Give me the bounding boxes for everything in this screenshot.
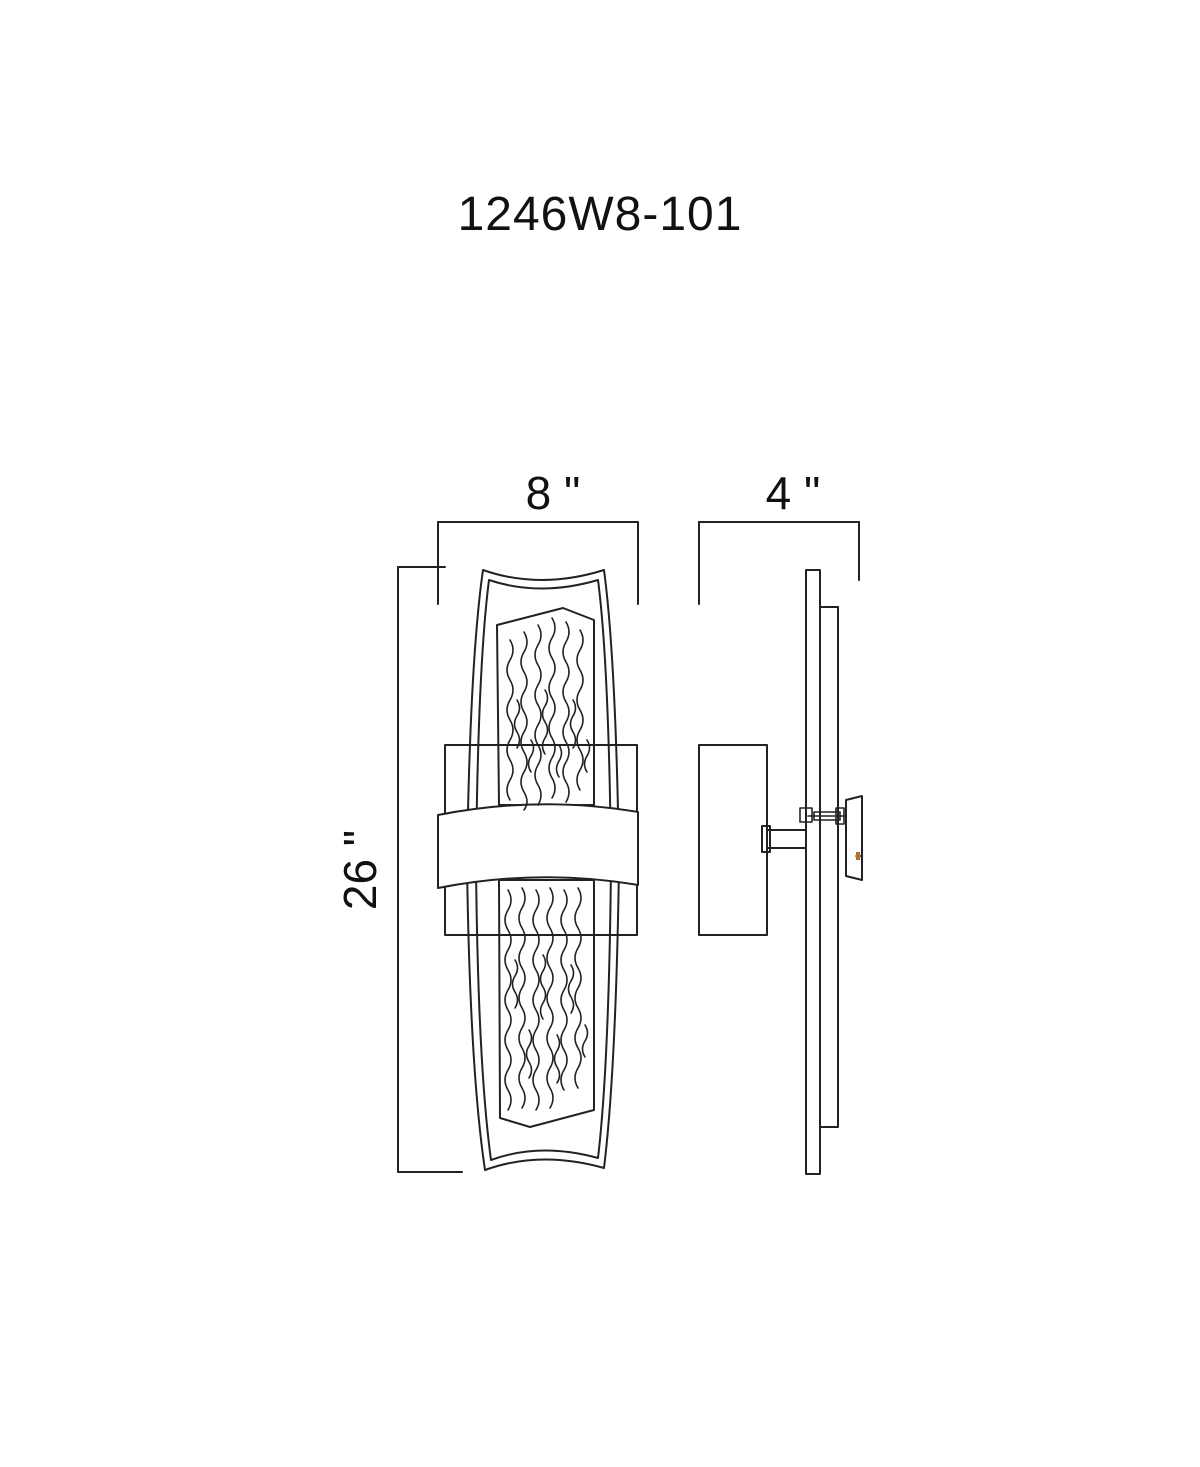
center-band bbox=[437, 803, 639, 889]
side-band-profile bbox=[845, 795, 863, 881]
height-dimension-line bbox=[397, 566, 463, 1173]
side-view bbox=[698, 569, 863, 1175]
model-number-title: 1246W8-101 bbox=[457, 188, 743, 241]
water-texture-upper bbox=[506, 617, 591, 811]
depth-dimension-line bbox=[698, 521, 860, 605]
upper-textured-glass bbox=[496, 607, 595, 806]
width-dimension-line bbox=[437, 521, 639, 605]
front-view bbox=[437, 569, 639, 1171]
mount-bolt bbox=[799, 807, 847, 825]
arm-collar bbox=[761, 825, 771, 853]
side-glass-panel bbox=[805, 569, 821, 1175]
width-dimension-label: 8 " bbox=[525, 467, 581, 519]
side-inner-panel bbox=[819, 606, 839, 1128]
wall-canopy bbox=[698, 744, 768, 936]
lower-textured-glass bbox=[498, 879, 595, 1128]
depth-dimension-label: 4 " bbox=[765, 467, 821, 519]
water-texture-lower bbox=[504, 887, 589, 1111]
